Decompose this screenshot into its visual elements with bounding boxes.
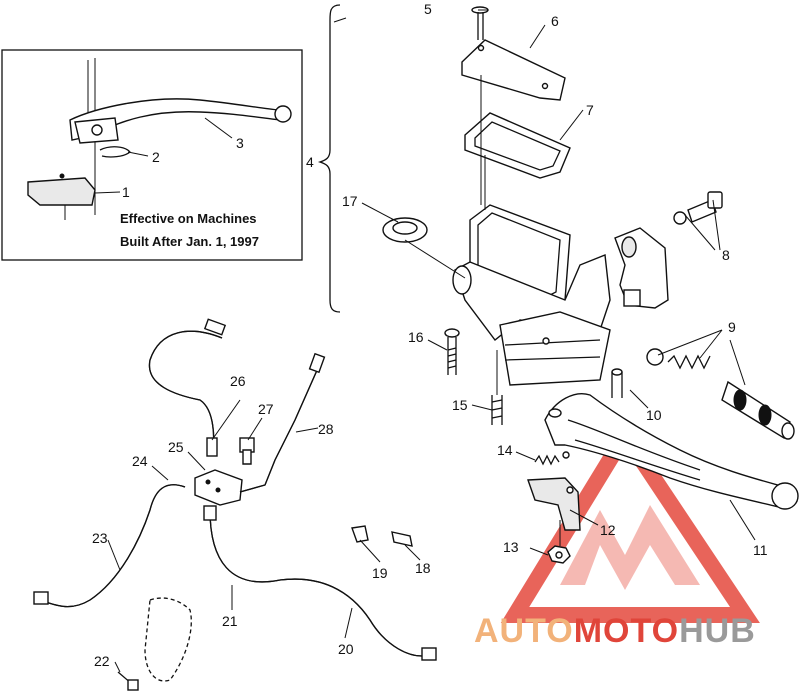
banjo-bolt <box>391 531 413 547</box>
callout-2: 2 <box>152 149 160 165</box>
callout-6: 6 <box>551 13 559 29</box>
seal-ring <box>382 217 466 279</box>
watermark-part-hub: HUB <box>679 612 756 650</box>
banjo-washer <box>351 525 369 543</box>
caliper-outline <box>144 597 192 682</box>
callout-18: 18 <box>415 560 431 576</box>
cap-screw <box>471 6 489 40</box>
reservoir-cover <box>461 39 566 101</box>
callout-22: 22 <box>94 653 110 669</box>
lever-spring <box>534 451 570 466</box>
inset-note-line2: Built After Jan. 1, 1997 <box>120 234 259 249</box>
inset-note-line1: Effective on Machines <box>120 211 257 226</box>
callout-19: 19 <box>372 565 388 581</box>
callout-9: 9 <box>728 319 736 335</box>
brake-lever <box>544 393 786 509</box>
callout-4: 4 <box>306 154 314 170</box>
handlebar-clamp <box>614 227 669 309</box>
watermark-m-shape <box>560 505 700 590</box>
callout-20: 20 <box>338 641 354 657</box>
reservoir-gasket <box>464 112 571 179</box>
junction-block <box>194 469 243 506</box>
callout-13: 13 <box>503 539 519 555</box>
callout-23: 23 <box>92 530 108 546</box>
clamp-bolt <box>673 191 723 225</box>
callout-5: 5 <box>424 1 432 17</box>
callout-12: 12 <box>600 522 616 538</box>
watermark-text: AUTOMOTOHUB <box>474 612 756 650</box>
stud <box>491 350 503 425</box>
callout-21: 21 <box>222 613 238 629</box>
callout-17: 17 <box>342 193 358 209</box>
watermark-part-moto: MOTO <box>574 612 679 650</box>
callout-3: 3 <box>236 135 244 151</box>
assembly-bracket <box>317 4 341 313</box>
mount-bolt <box>444 328 460 375</box>
brake-hose-right <box>209 509 431 657</box>
switch-bracket <box>527 477 581 531</box>
inset-border <box>1 49 303 261</box>
callout-27: 27 <box>258 401 274 417</box>
callout-1: 1 <box>122 184 130 200</box>
callout-8: 8 <box>722 247 730 263</box>
inset-block <box>27 177 96 206</box>
watermark-part-auto: AUTO <box>474 612 574 650</box>
pivot-pin <box>611 368 623 398</box>
callout-28: 28 <box>318 421 334 437</box>
callout-10: 10 <box>646 407 662 423</box>
brake-hose-left <box>39 484 186 608</box>
inset-panel: Effective on Machines Built After Jan. 1… <box>1 49 303 261</box>
brake-hose-upper <box>148 330 223 456</box>
caliper-bolt <box>117 671 139 691</box>
callout-7: 7 <box>586 102 594 118</box>
callout-16: 16 <box>408 329 424 345</box>
master-cylinder-body <box>452 204 611 386</box>
callout-24: 24 <box>132 453 148 469</box>
callout-15: 15 <box>452 397 468 413</box>
bleeder-fitting <box>239 437 255 465</box>
callout-14: 14 <box>497 442 513 458</box>
callout-26: 26 <box>230 373 246 389</box>
leader-lines <box>107 9 756 673</box>
callout-25: 25 <box>168 439 184 455</box>
callout-labels: 1 2 3 4 5 6 7 8 9 10 11 12 13 14 15 16 1… <box>92 1 768 669</box>
piston-assembly <box>646 348 795 440</box>
callout-11: 11 <box>753 542 768 558</box>
